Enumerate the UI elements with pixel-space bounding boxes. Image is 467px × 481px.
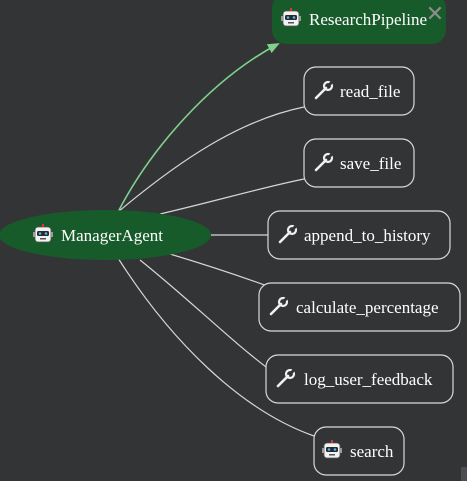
calculate-percentage-label: calculate_percentage bbox=[296, 298, 439, 317]
node-research-pipeline[interactable]: ResearchPipeline bbox=[272, 0, 446, 44]
research-pipeline-label: ResearchPipeline bbox=[309, 10, 427, 29]
close-icon[interactable]: ✕ bbox=[425, 2, 445, 27]
edge-manager-to-pipeline bbox=[117, 43, 280, 213]
edge-manager-to-search bbox=[117, 257, 315, 437]
edge-manager-to-log-user-feedback bbox=[139, 259, 271, 371]
node-search[interactable]: search bbox=[313, 426, 405, 476]
edges bbox=[117, 43, 315, 437]
edge-manager-to-save-file bbox=[159, 178, 305, 215]
search-label: search bbox=[350, 442, 394, 461]
resize-handle[interactable] bbox=[461, 467, 467, 481]
node-calculate-percentage[interactable]: calculate_percentage bbox=[258, 282, 461, 332]
read-file-label: read_file bbox=[340, 82, 400, 101]
node-save-file[interactable]: save_file bbox=[303, 138, 415, 188]
edge-manager-to-read-file bbox=[117, 106, 305, 213]
manager-agent-label: ManagerAgent bbox=[61, 226, 163, 245]
save-file-label: save_file bbox=[340, 154, 401, 173]
edge-manager-to-calculate-percentage bbox=[169, 253, 271, 288]
node-manager-agent[interactable]: ManagerAgent bbox=[0, 210, 211, 260]
node-append-to-history[interactable]: append_to_history bbox=[267, 210, 451, 260]
node-log-user-feedback[interactable]: log_user_feedback bbox=[265, 354, 454, 404]
log-user-feedback-label: log_user_feedback bbox=[304, 370, 433, 389]
node-read-file[interactable]: read_file bbox=[303, 66, 415, 116]
append-to-history-label: append_to_history bbox=[304, 226, 431, 245]
